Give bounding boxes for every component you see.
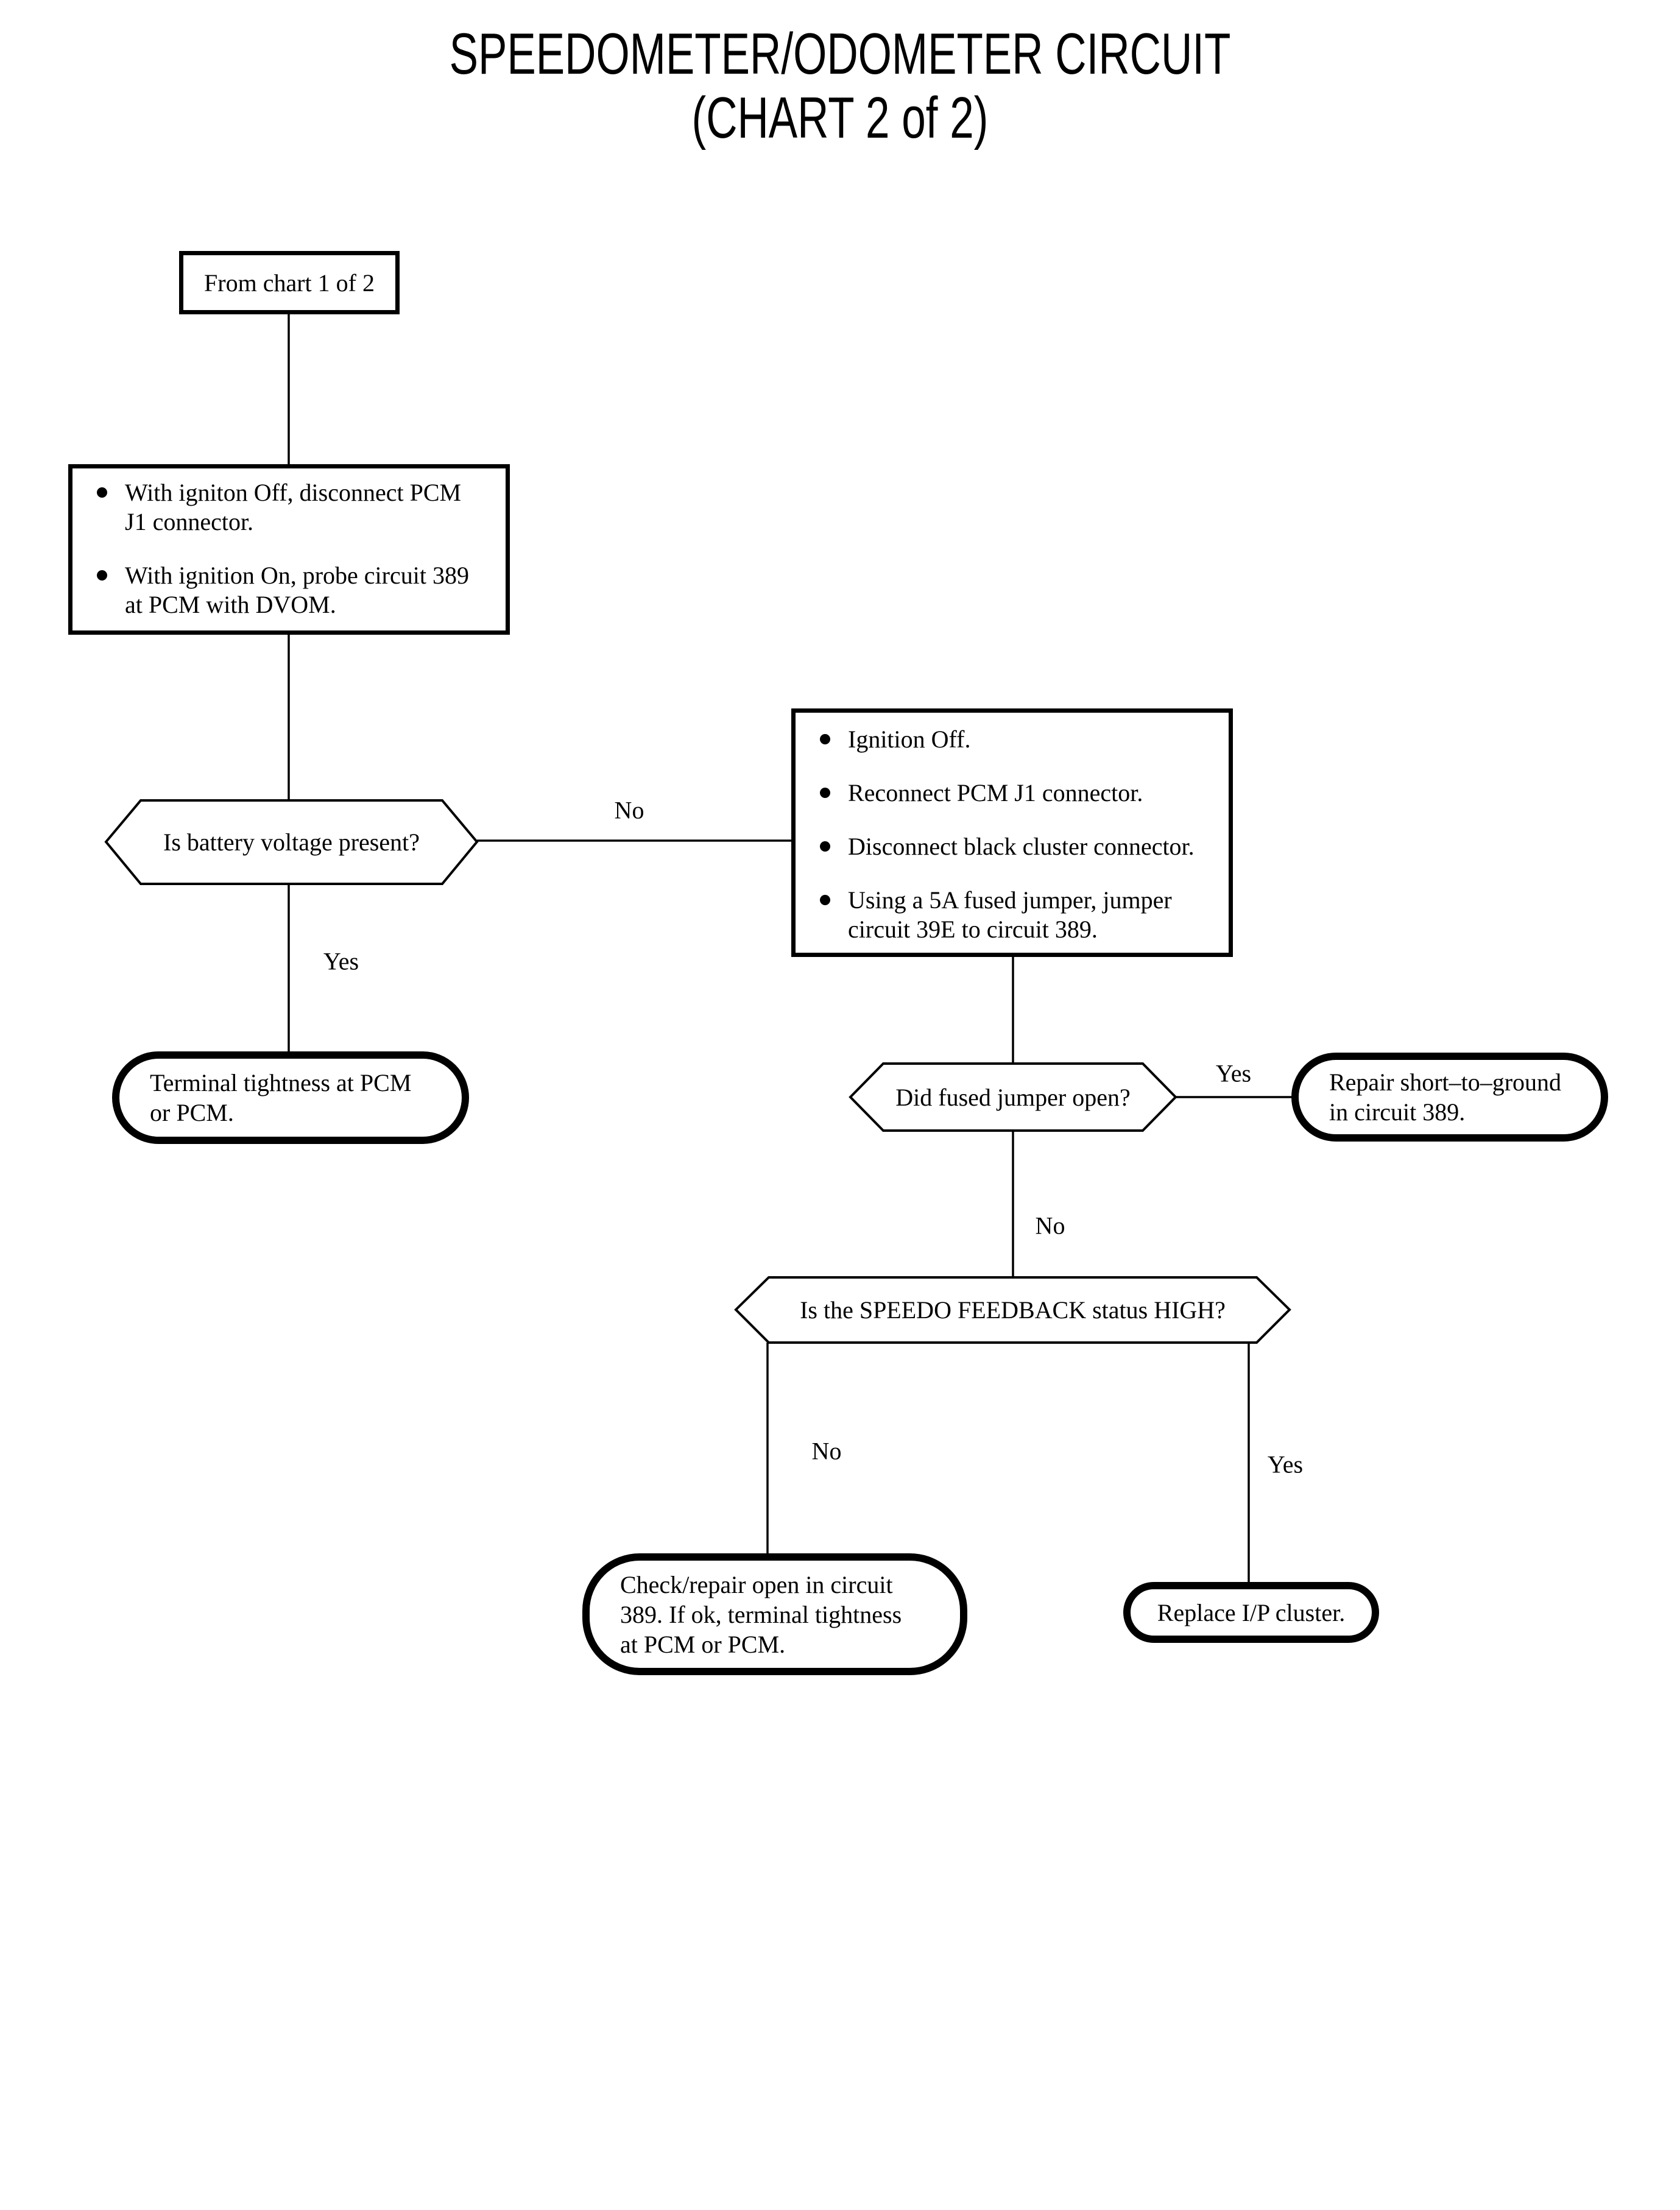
edge-label-decision1-yes: Yes [319,947,363,976]
node-decision-speedo-feedback: Is the SPEEDO FEEDBACK status HIGH? [736,1277,1290,1343]
title-line-1: SPEEDOMETER/ODOMETER CIRCUIT [449,21,1231,86]
edge-label-decision2-no: No [1031,1211,1069,1240]
page-title: SPEEDOMETER/ODOMETER CIRCUIT (CHART 2 of… [219,22,1462,150]
node-decision-battery-voltage: Is battery voltage present? [106,800,477,884]
decision-speedo-feedback-outline [734,1276,1291,1344]
bullet-item: Reconnect PCM J1 connector. [796,778,1213,808]
decision-speedo-feedback-question: Is the SPEEDO FEEDBACK status HIGH? [800,1296,1226,1324]
repair-short-to-ground-label: Repair short–to–ground in circuit 389. [1329,1068,1562,1126]
decision-battery-voltage-question: Is battery voltage present? [163,828,420,856]
replace-ip-cluster-label: Replace I/P cluster. [1157,1598,1346,1626]
decision-fused-jumper-question: Did fused jumper open? [895,1083,1131,1111]
node-check-repair-open: Check/repair open in circuit 389. If ok,… [582,1553,967,1675]
check-repair-open-label: Check/repair open in circuit 389. If ok,… [620,1570,902,1658]
edge-label-decision1-no: No [610,796,648,825]
edge-label-decision2-yes: Yes [1212,1059,1255,1088]
instructions-2-list: Ignition Off. Reconnect PCM J1 connector… [796,725,1229,944]
decision-fused-jumper-outline [849,1062,1177,1132]
bullet-item: Disconnect black cluster connector. [796,832,1213,861]
node-terminal-tightness: Terminal tightness at PCM or PCM. [112,1051,469,1144]
decision-battery-voltage-outline [104,799,479,885]
node-instructions-2: Ignition Off. Reconnect PCM J1 connector… [791,708,1233,957]
node-repair-short-to-ground: Repair short–to–ground in circuit 389. [1291,1053,1608,1142]
bullet-item: Using a 5A fused jumper, jumper circuit … [796,886,1213,944]
edge-label-decision3-yes: Yes [1263,1450,1307,1479]
node-from-chart: From chart 1 of 2 [179,251,400,314]
terminal-tightness-label: Terminal tightness at PCM or PCM. [150,1069,412,1126]
node-instructions-1: With igniton Off, disconnect PCM J1 conn… [68,464,510,635]
node-replace-ip-cluster: Replace I/P cluster. [1123,1582,1379,1643]
bullet-item: Ignition Off. [796,725,1213,754]
node-decision-fused-jumper: Did fused jumper open? [850,1064,1176,1131]
edge-label-decision3-no: No [808,1436,845,1466]
instructions-1-list: With igniton Off, disconnect PCM J1 conn… [72,478,506,620]
from-chart-label: From chart 1 of 2 [204,269,375,297]
bullet-item: With igniton Off, disconnect PCM J1 conn… [72,478,490,537]
bullet-item: With ignition On, probe circuit 389 at P… [72,561,490,620]
title-line-2: (CHART 2 of 2) [691,85,989,150]
